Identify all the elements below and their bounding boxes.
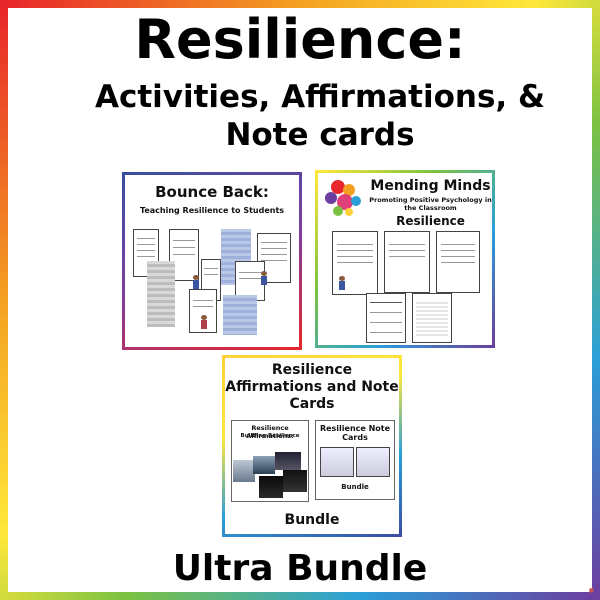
card-bundle-label: Bundle [284, 512, 340, 528]
person-figure [261, 271, 267, 285]
card-title: Bounce Back: [155, 183, 269, 201]
preview-page [436, 231, 480, 293]
card-title: Mending Minds [370, 178, 491, 194]
main-title: Resilience: [134, 8, 466, 71]
person-figure [193, 275, 199, 289]
person-figure [201, 315, 207, 329]
photo-thumbnail [275, 452, 301, 470]
photo-thumbnail [253, 456, 275, 474]
preview-worksheet [147, 261, 175, 327]
preview-page [384, 231, 430, 293]
photo-thumbnail [283, 470, 307, 492]
card-heading: Resilience [396, 214, 465, 228]
main-subtitle: Activities, Affirmations, & Note cards [94, 79, 546, 153]
product-card-bounce-back[interactable]: Bounce Back: Teaching Resilience to Stud… [122, 172, 302, 350]
card-subtitle: Promoting Positive Psychology in the Cla… [369, 196, 492, 212]
product-card-affirmations-note-cards[interactable]: Resilience Affirmations and Note Cards R… [222, 355, 402, 537]
photo-thumbnail [259, 476, 283, 498]
preview-worksheet [223, 295, 257, 335]
note-cards-preview: Resilience Note Cards Bundle [315, 420, 395, 500]
photo-thumbnail [233, 460, 255, 482]
product-card-mending-minds[interactable]: Mending Minds Promoting Positive Psychol… [315, 170, 495, 348]
card-title: Resilience Affirmations and Note Cards [225, 362, 399, 412]
preview-page [169, 229, 199, 281]
brand-logo-icon: ● [588, 587, 594, 594]
colorful-bubbles-icon [323, 178, 365, 220]
card-subtitle: Teaching Resilience to Students [139, 206, 285, 215]
preview-table [412, 293, 452, 343]
preview-table [366, 293, 406, 343]
preview-page [332, 231, 378, 295]
bottom-title: Ultra Bundle [172, 548, 428, 589]
